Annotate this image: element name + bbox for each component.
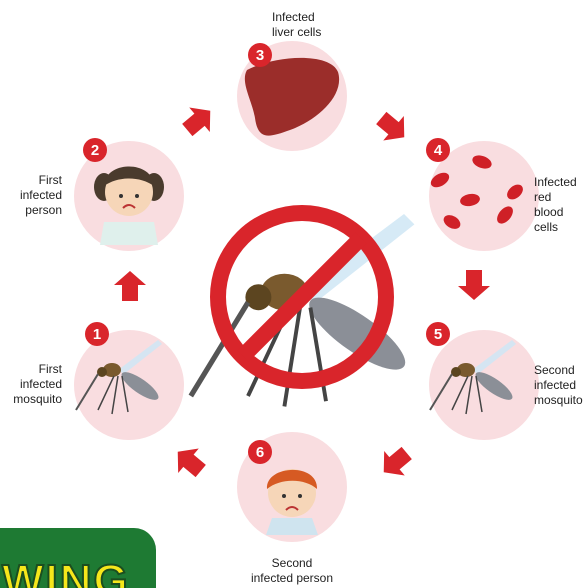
- step-1-number: 1: [85, 322, 109, 346]
- step-2-number: 2: [83, 138, 107, 162]
- step-1-label: First infected mosquito: [10, 362, 62, 407]
- arrow-6-to-1: [167, 439, 211, 483]
- step-2-label: First infected person: [10, 173, 62, 218]
- arrow-3-to-4: [371, 106, 415, 150]
- arrow-1-to-2: [114, 271, 146, 301]
- arrow-4-to-5: [458, 270, 490, 300]
- step-3-number: 3: [248, 43, 272, 67]
- step-5-label: Second infected mosquito: [534, 363, 584, 408]
- step-5-number: 5: [426, 322, 450, 346]
- arrow-2-to-3: [177, 98, 221, 142]
- step-4-label: Infected red blood cells: [534, 175, 584, 235]
- step-6-label: Second infected person: [242, 556, 342, 586]
- step-3-label: Infected liver cells: [272, 10, 362, 40]
- step-6-number: 6: [248, 440, 272, 464]
- step-4-number: 4: [426, 138, 450, 162]
- arrow-5-to-6: [373, 441, 417, 485]
- second-infected-person-icon: [266, 469, 318, 535]
- no-mosquito-sign: [191, 207, 415, 406]
- corner-badge: WING: [0, 528, 156, 588]
- corner-badge-text: WING: [2, 556, 130, 588]
